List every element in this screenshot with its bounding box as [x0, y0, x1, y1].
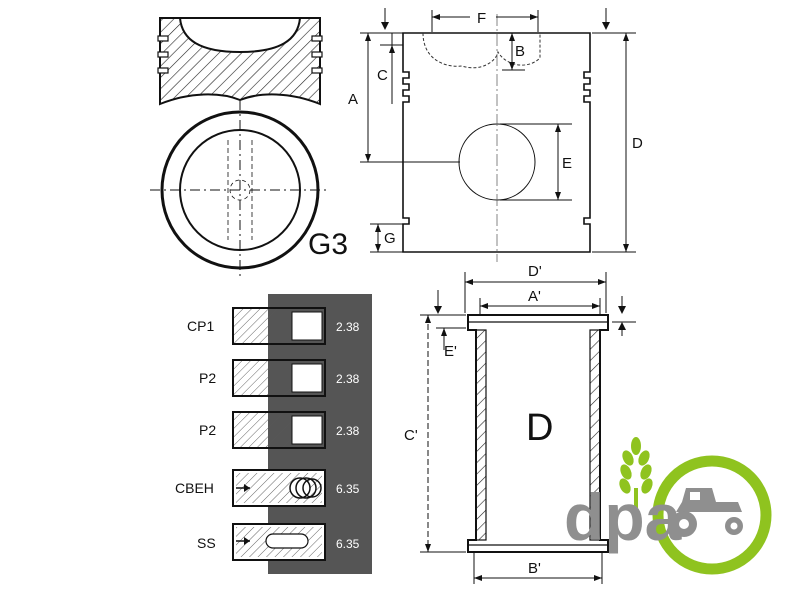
dimension-label-f: F: [477, 10, 486, 27]
piston-section-view: [157, 17, 323, 106]
dimension-label-a: A: [348, 91, 358, 108]
liner-dimension-label-d: D': [528, 263, 542, 280]
ring-value-3: 2.38: [336, 424, 360, 438]
piston-top-view: [150, 100, 330, 280]
ring-value-2: 2.38: [336, 372, 360, 386]
ring-cbeh: [232, 469, 326, 507]
ring-p2-upper: [232, 359, 326, 397]
dimension-label-d: D: [632, 135, 643, 152]
ring-label-5: SS: [197, 535, 216, 551]
ring-value-4: 6.35: [336, 482, 360, 496]
dimension-label-b: B: [515, 43, 525, 60]
dimension-label-e: E: [562, 155, 572, 172]
liner-dimension-label-e: E': [444, 343, 457, 360]
liner-center-label: D: [526, 407, 553, 449]
wheat-icon: [619, 437, 653, 508]
piston-model-label: G3: [308, 228, 348, 261]
liner-dimension-label-a: A': [528, 288, 541, 305]
ring-label-1: CP1: [187, 318, 214, 334]
ring-value-5: 6.35: [336, 537, 360, 551]
ring-value-1: 2.38: [336, 320, 360, 334]
liner-dimension-label-b: B': [528, 560, 541, 577]
ring-label-3: P2: [199, 422, 216, 438]
liner-dimension-label-c: C': [404, 427, 418, 444]
tractor-icon: [671, 488, 743, 537]
piston-side-view: F A C B E D: [348, 8, 643, 262]
cylinder-liner: D D' A' B' C': [404, 260, 636, 584]
ring-cp1: [232, 307, 326, 345]
ring-p2-lower: [232, 411, 326, 449]
ring-label-2: P2: [199, 370, 216, 386]
ring-label-4: CBEH: [175, 480, 214, 496]
dimension-label-g: G: [384, 230, 396, 247]
ring-set: CP1 P2 P2 CBEH SS 2.38 2.38 2.38 6.35 6.…: [175, 294, 372, 574]
logo-text: dpa: [564, 480, 683, 554]
dimension-label-c: C: [377, 67, 388, 84]
ring-ss: [232, 523, 326, 561]
dpa-logo: dpa: [564, 437, 772, 575]
